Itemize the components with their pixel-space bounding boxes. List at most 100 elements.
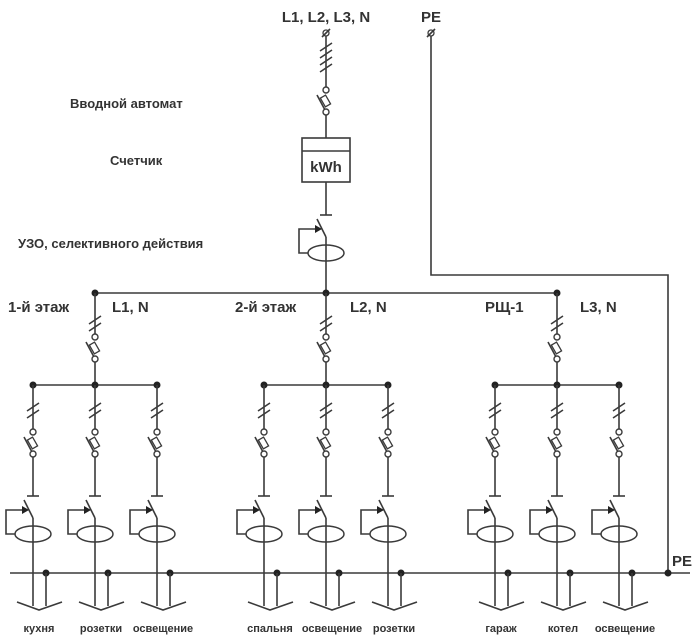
terminal-slash: [426, 28, 436, 38]
breaker-blade: [147, 436, 157, 453]
circuit-label: розетки: [80, 623, 122, 635]
rcd-trip-arrow-icon: [315, 506, 322, 514]
group-name-label: 2-й этаж: [235, 299, 297, 316]
rcd-trip-loop: [5, 509, 24, 535]
rcd-trip-loop: [298, 228, 317, 254]
circuit-label: котел: [548, 623, 578, 635]
supply-label: L1, L2, L3, N: [282, 9, 370, 26]
conductor-tick: [88, 322, 102, 332]
terminal-circle: [553, 355, 561, 363]
terminal-circle: [153, 428, 161, 436]
outgoing-cable-icon: [140, 601, 187, 611]
rcd-trip-arrow-icon: [484, 506, 491, 514]
terminal-circle: [553, 333, 561, 341]
rcd-trip-arrow-icon: [608, 506, 615, 514]
rcd-label: УЗО, селективного действия: [18, 236, 203, 251]
rcd-blade: [485, 499, 496, 519]
pe-conductor: [430, 36, 669, 573]
conductor-tick: [88, 402, 102, 412]
breaker-element-icon: [319, 341, 332, 355]
outgoing-cable-icon: [309, 601, 356, 611]
terminal-circle: [322, 86, 330, 94]
rcd-blade: [609, 499, 620, 519]
rcd-trip-loop: [236, 509, 255, 535]
rcd-trip-loop: [67, 509, 86, 535]
breaker-blade: [23, 436, 33, 453]
conductor-tick: [88, 409, 102, 419]
terminal-circle: [491, 428, 499, 436]
breaker-blade: [316, 436, 326, 453]
breaker-blade: [85, 341, 95, 358]
conductor-tick: [319, 56, 333, 66]
breaker-element-icon: [88, 341, 101, 355]
rcd-trip-arrow-icon: [315, 225, 322, 233]
conductor-tick: [612, 409, 626, 419]
circuit-label: освещение: [595, 623, 655, 635]
breaker-blade: [547, 341, 557, 358]
terminal-circle: [29, 450, 37, 458]
breaker-blade: [547, 436, 557, 453]
conductor-tick: [319, 322, 333, 332]
terminal-circle: [322, 450, 330, 458]
outgoing-cable-icon: [371, 601, 418, 611]
terminal-circle: [553, 428, 561, 436]
terminal-circle: [384, 450, 392, 458]
conductor-tick: [150, 402, 164, 412]
rcd-trip-loop: [129, 509, 148, 535]
conductor-tick: [381, 409, 395, 419]
terminal-circle: [260, 450, 268, 458]
outgoing-cable-icon: [247, 601, 294, 611]
rcd-trip-arrow-icon: [84, 506, 91, 514]
rcd-blade: [23, 499, 34, 519]
group-phase-label: L1, N: [112, 299, 149, 316]
rcd-trip-loop: [360, 509, 379, 535]
terminal-circle: [322, 428, 330, 436]
terminal-circle: [615, 450, 623, 458]
breaker-blade: [378, 436, 388, 453]
conductor-tick: [88, 315, 102, 325]
outgoing-cable-icon: [478, 601, 525, 611]
outgoing-cable-icon: [16, 601, 63, 611]
conductor-tick: [550, 315, 564, 325]
breaker-element-icon: [612, 436, 625, 450]
rcd-blade: [547, 499, 558, 519]
circuit-label: спальня: [247, 623, 293, 635]
breaker-element-icon: [150, 436, 163, 450]
conductor-tick: [150, 409, 164, 419]
terminal-slash: [321, 28, 331, 38]
rcd-blade: [147, 499, 158, 519]
breaker-blade: [316, 341, 326, 358]
meter-unit: kWh: [310, 159, 342, 176]
breaker-element-icon: [550, 436, 563, 450]
rcd-blade: [85, 499, 96, 519]
circuit-label: розетки: [373, 623, 415, 635]
conductor-tick: [319, 42, 333, 52]
junction-dot: [664, 569, 672, 577]
outgoing-cable-icon: [602, 601, 649, 611]
rcd-trip-loop: [529, 509, 548, 535]
group-phase-label: L2, N: [350, 299, 387, 316]
rcd-trip-arrow-icon: [253, 506, 260, 514]
breaker-element-icon: [26, 436, 39, 450]
terminal-circle: [322, 333, 330, 341]
rcd-trip-arrow-icon: [546, 506, 553, 514]
terminal-circle: [91, 428, 99, 436]
breaker-blade: [609, 436, 619, 453]
conductor-tick: [319, 63, 333, 73]
group-name-label: 1-й этаж: [8, 299, 70, 316]
conductor-tick: [488, 402, 502, 412]
rcd-blade: [316, 218, 327, 238]
conductor-tick: [550, 322, 564, 332]
meter-label: Счетчик: [110, 153, 163, 168]
conductor-tick: [381, 402, 395, 412]
conductor-tick: [319, 49, 333, 59]
conductor-tick: [319, 315, 333, 325]
rcd-blade: [378, 499, 389, 519]
conductor-tick: [257, 409, 271, 419]
terminal-circle: [553, 450, 561, 458]
group-name-label: РЩ-1: [485, 299, 524, 316]
breaker-blade: [485, 436, 495, 453]
breaker-element-icon: [550, 341, 563, 355]
